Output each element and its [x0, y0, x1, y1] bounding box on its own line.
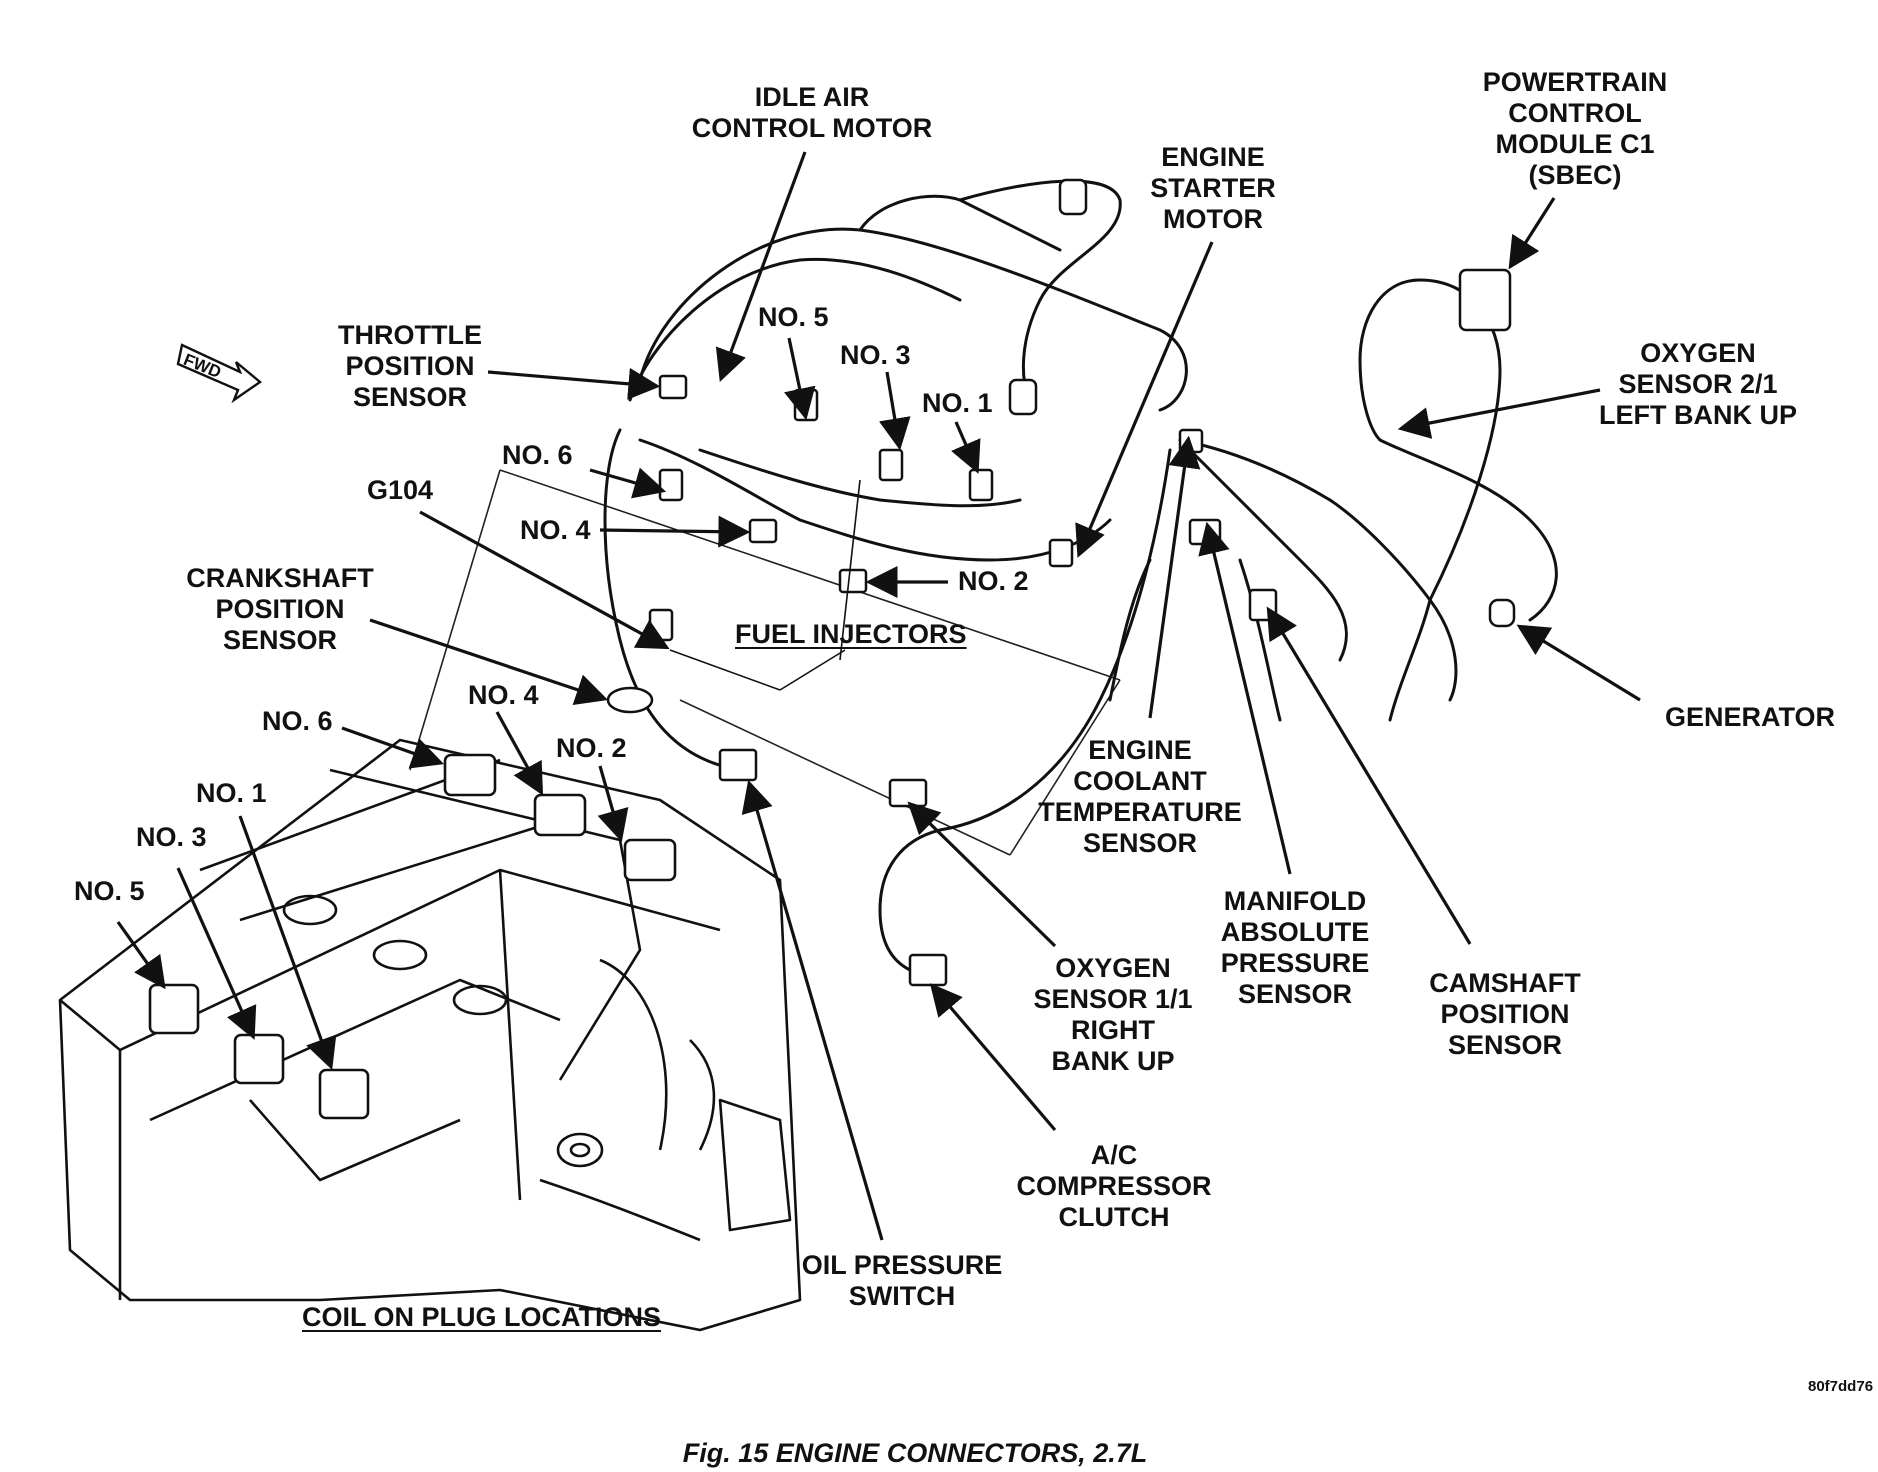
label-camshaft-position-sensor: CAMSHAFT POSITION SENSOR	[1429, 968, 1581, 1060]
fuel-injector-no3-label: NO. 3	[840, 340, 911, 370]
fuel-injector-no6-label: NO. 6	[502, 440, 573, 470]
label-generator: GENERATOR	[1664, 702, 1836, 732]
label-idle-air-control-motor: IDLE AIR CONTROL MOTOR	[691, 82, 933, 143]
fuel-injector-no2-label: NO. 2	[958, 566, 1029, 596]
fuel-injector-no4-label: NO. 4	[520, 515, 591, 545]
coil-on-plug-title: COIL ON PLUG LOCATIONS	[302, 1302, 662, 1332]
fuel-injector-no5-label: NO. 5	[758, 302, 829, 332]
guide-lines	[669, 479, 861, 691]
fuel-injectors-title: FUEL INJECTORS	[735, 619, 967, 649]
fuel-injector-no1-label: NO. 1	[922, 388, 993, 418]
coil-no3-label: NO. 3	[136, 822, 207, 852]
label-engine-coolant-temperature-sensor: ENGINE COOLANT TEMPERATURE SENSOR	[1038, 735, 1242, 858]
coil-packs	[148, 753, 677, 1120]
leader-lines	[116, 151, 1641, 1241]
label-oxygen-sensor-1-1: OXYGEN SENSOR 1/1 RIGHT BANK UP	[1033, 953, 1193, 1076]
label-oxygen-sensor-2-1: OXYGEN SENSOR 2/1 LEFT BANK UP	[1599, 338, 1797, 430]
label-g104: G104	[366, 475, 434, 505]
figure-caption: Fig. 15 ENGINE CONNECTORS, 2.7L	[682, 1438, 1148, 1468]
image-code: 80f7dd76	[1808, 1378, 1874, 1395]
label-manifold-absolute-pressure-sensor: MANIFOLD ABSOLUTE PRESSURE SENSOR	[1220, 886, 1370, 1009]
label-throttle-position-sensor: THROTTLE POSITION SENSOR	[338, 320, 482, 412]
coil-no4-label: NO. 4	[468, 680, 539, 710]
label-oil-pressure-switch: OIL PRESSURE SWITCH	[801, 1250, 1003, 1311]
coil-no2-label: NO. 2	[556, 733, 627, 763]
coil-no1-label: NO. 1	[196, 778, 267, 808]
coil-no5-label: NO. 5	[74, 876, 145, 906]
label-ac-compressor-clutch: A/C COMPRESSOR CLUTCH	[1016, 1140, 1212, 1232]
harness-panel	[409, 469, 1121, 856]
label-crankshaft-position-sensor: CRANKSHAFT POSITION SENSOR	[186, 563, 374, 655]
coil-no6-label: NO. 6	[262, 706, 333, 736]
label-engine-starter-motor: ENGINE STARTER MOTOR	[1150, 142, 1276, 234]
engine-block	[58, 738, 802, 1332]
label-powertrain-control-module: POWERTRAIN CONTROL MODULE C1 (SBEC)	[1482, 67, 1668, 190]
fwd-arrow-shape	[176, 343, 262, 404]
wiring-harness	[603, 179, 1558, 972]
